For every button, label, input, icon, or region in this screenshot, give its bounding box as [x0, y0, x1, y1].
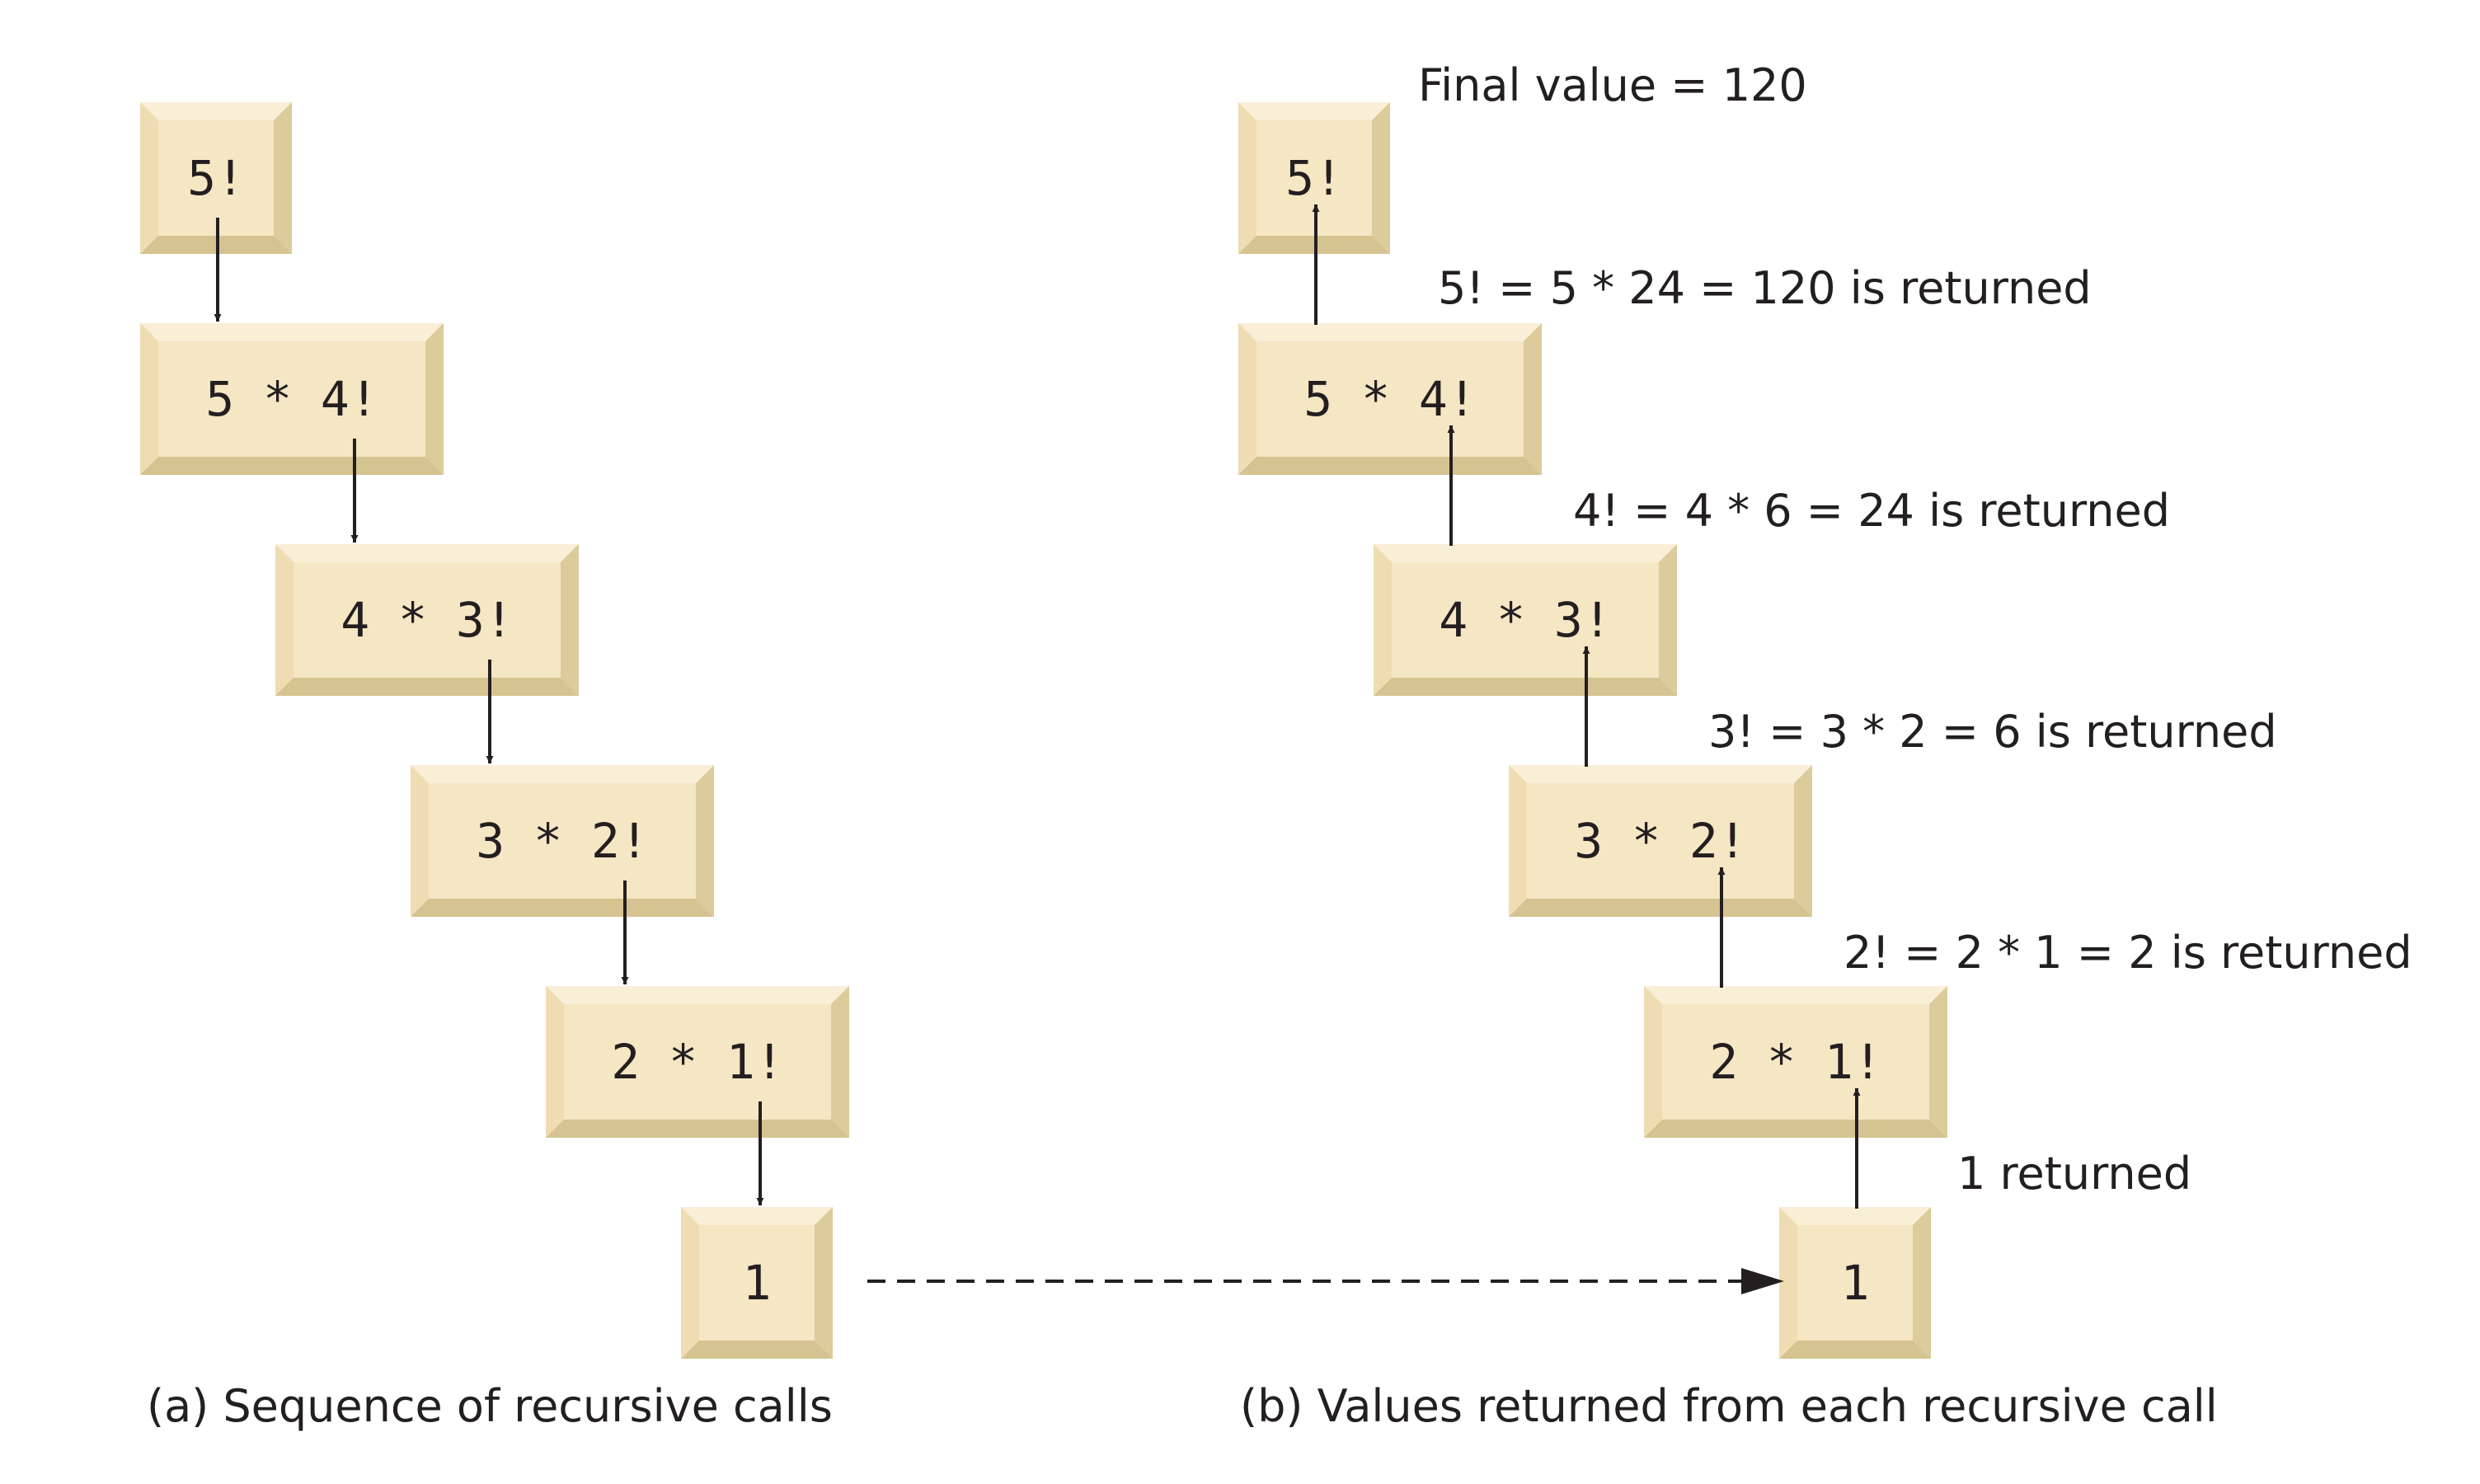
right-box-label-5: 1 — [1841, 1255, 1870, 1311]
caption-right: (b) Values returned from each recursive … — [1240, 1380, 2218, 1432]
right-box-label-3: 3 * 2! — [1574, 813, 1747, 869]
right-box-5: 1 — [1779, 1207, 1931, 1359]
return-note-2: 4! = 4 * 6 = 24 is returned — [1573, 485, 2170, 537]
right-box-label-2: 4 * 3! — [1439, 592, 1612, 648]
right-box-label-0: 5! — [1285, 150, 1343, 206]
left-box-4: 2 * 1! — [546, 986, 849, 1138]
return-note-3: 3! = 3 * 2 = 6 is returned — [1708, 706, 2277, 758]
left-box-label-1: 5 * 4! — [205, 371, 378, 427]
right-box-1: 5 * 4! — [1238, 323, 1542, 475]
left-box-label-2: 4 * 3! — [341, 592, 514, 648]
right-box-label-1: 5 * 4! — [1303, 371, 1477, 427]
return-note-0: Final value = 120 — [1418, 59, 1807, 111]
left-box-label-0: 5! — [187, 150, 245, 206]
return-note-5: 1 returned — [1957, 1148, 2191, 1200]
right-box-4: 2 * 1! — [1644, 986, 1947, 1138]
right-column-returned-values: 5! 5 * 4! 4 * 3! 3 * 2! 2 * 1! 1 Final value =… — [1238, 59, 2412, 1359]
return-note-4: 2! = 2 * 1 = 2 is returned — [1844, 927, 2412, 979]
caption-left: (a) Sequence of recursive calls — [147, 1380, 833, 1432]
left-box-1: 5 * 4! — [140, 323, 444, 475]
left-box-2: 4 * 3! — [275, 544, 579, 696]
left-box-label-5: 1 — [743, 1255, 772, 1311]
left-box-0: 5! — [140, 102, 292, 254]
left-box-5: 1 — [681, 1207, 833, 1359]
dashed-connector-arrowhead — [1741, 1268, 1784, 1294]
return-note-1: 5! = 5 * 24 = 120 is returned — [1438, 262, 2092, 314]
left-box-label-4: 2 * 1! — [611, 1034, 784, 1090]
right-box-label-4: 2 * 1! — [1709, 1034, 1882, 1090]
left-box-3: 3 * 2! — [411, 765, 714, 917]
left-box-label-3: 3 * 2! — [476, 813, 649, 869]
left-column-recursive-calls: 5! 5 * 4! 4 * 3! 3 * 2! 2 * 1! 1 — [140, 102, 849, 1359]
right-box-3: 3 * 2! — [1509, 765, 1812, 917]
right-box-2: 4 * 3! — [1374, 544, 1677, 696]
